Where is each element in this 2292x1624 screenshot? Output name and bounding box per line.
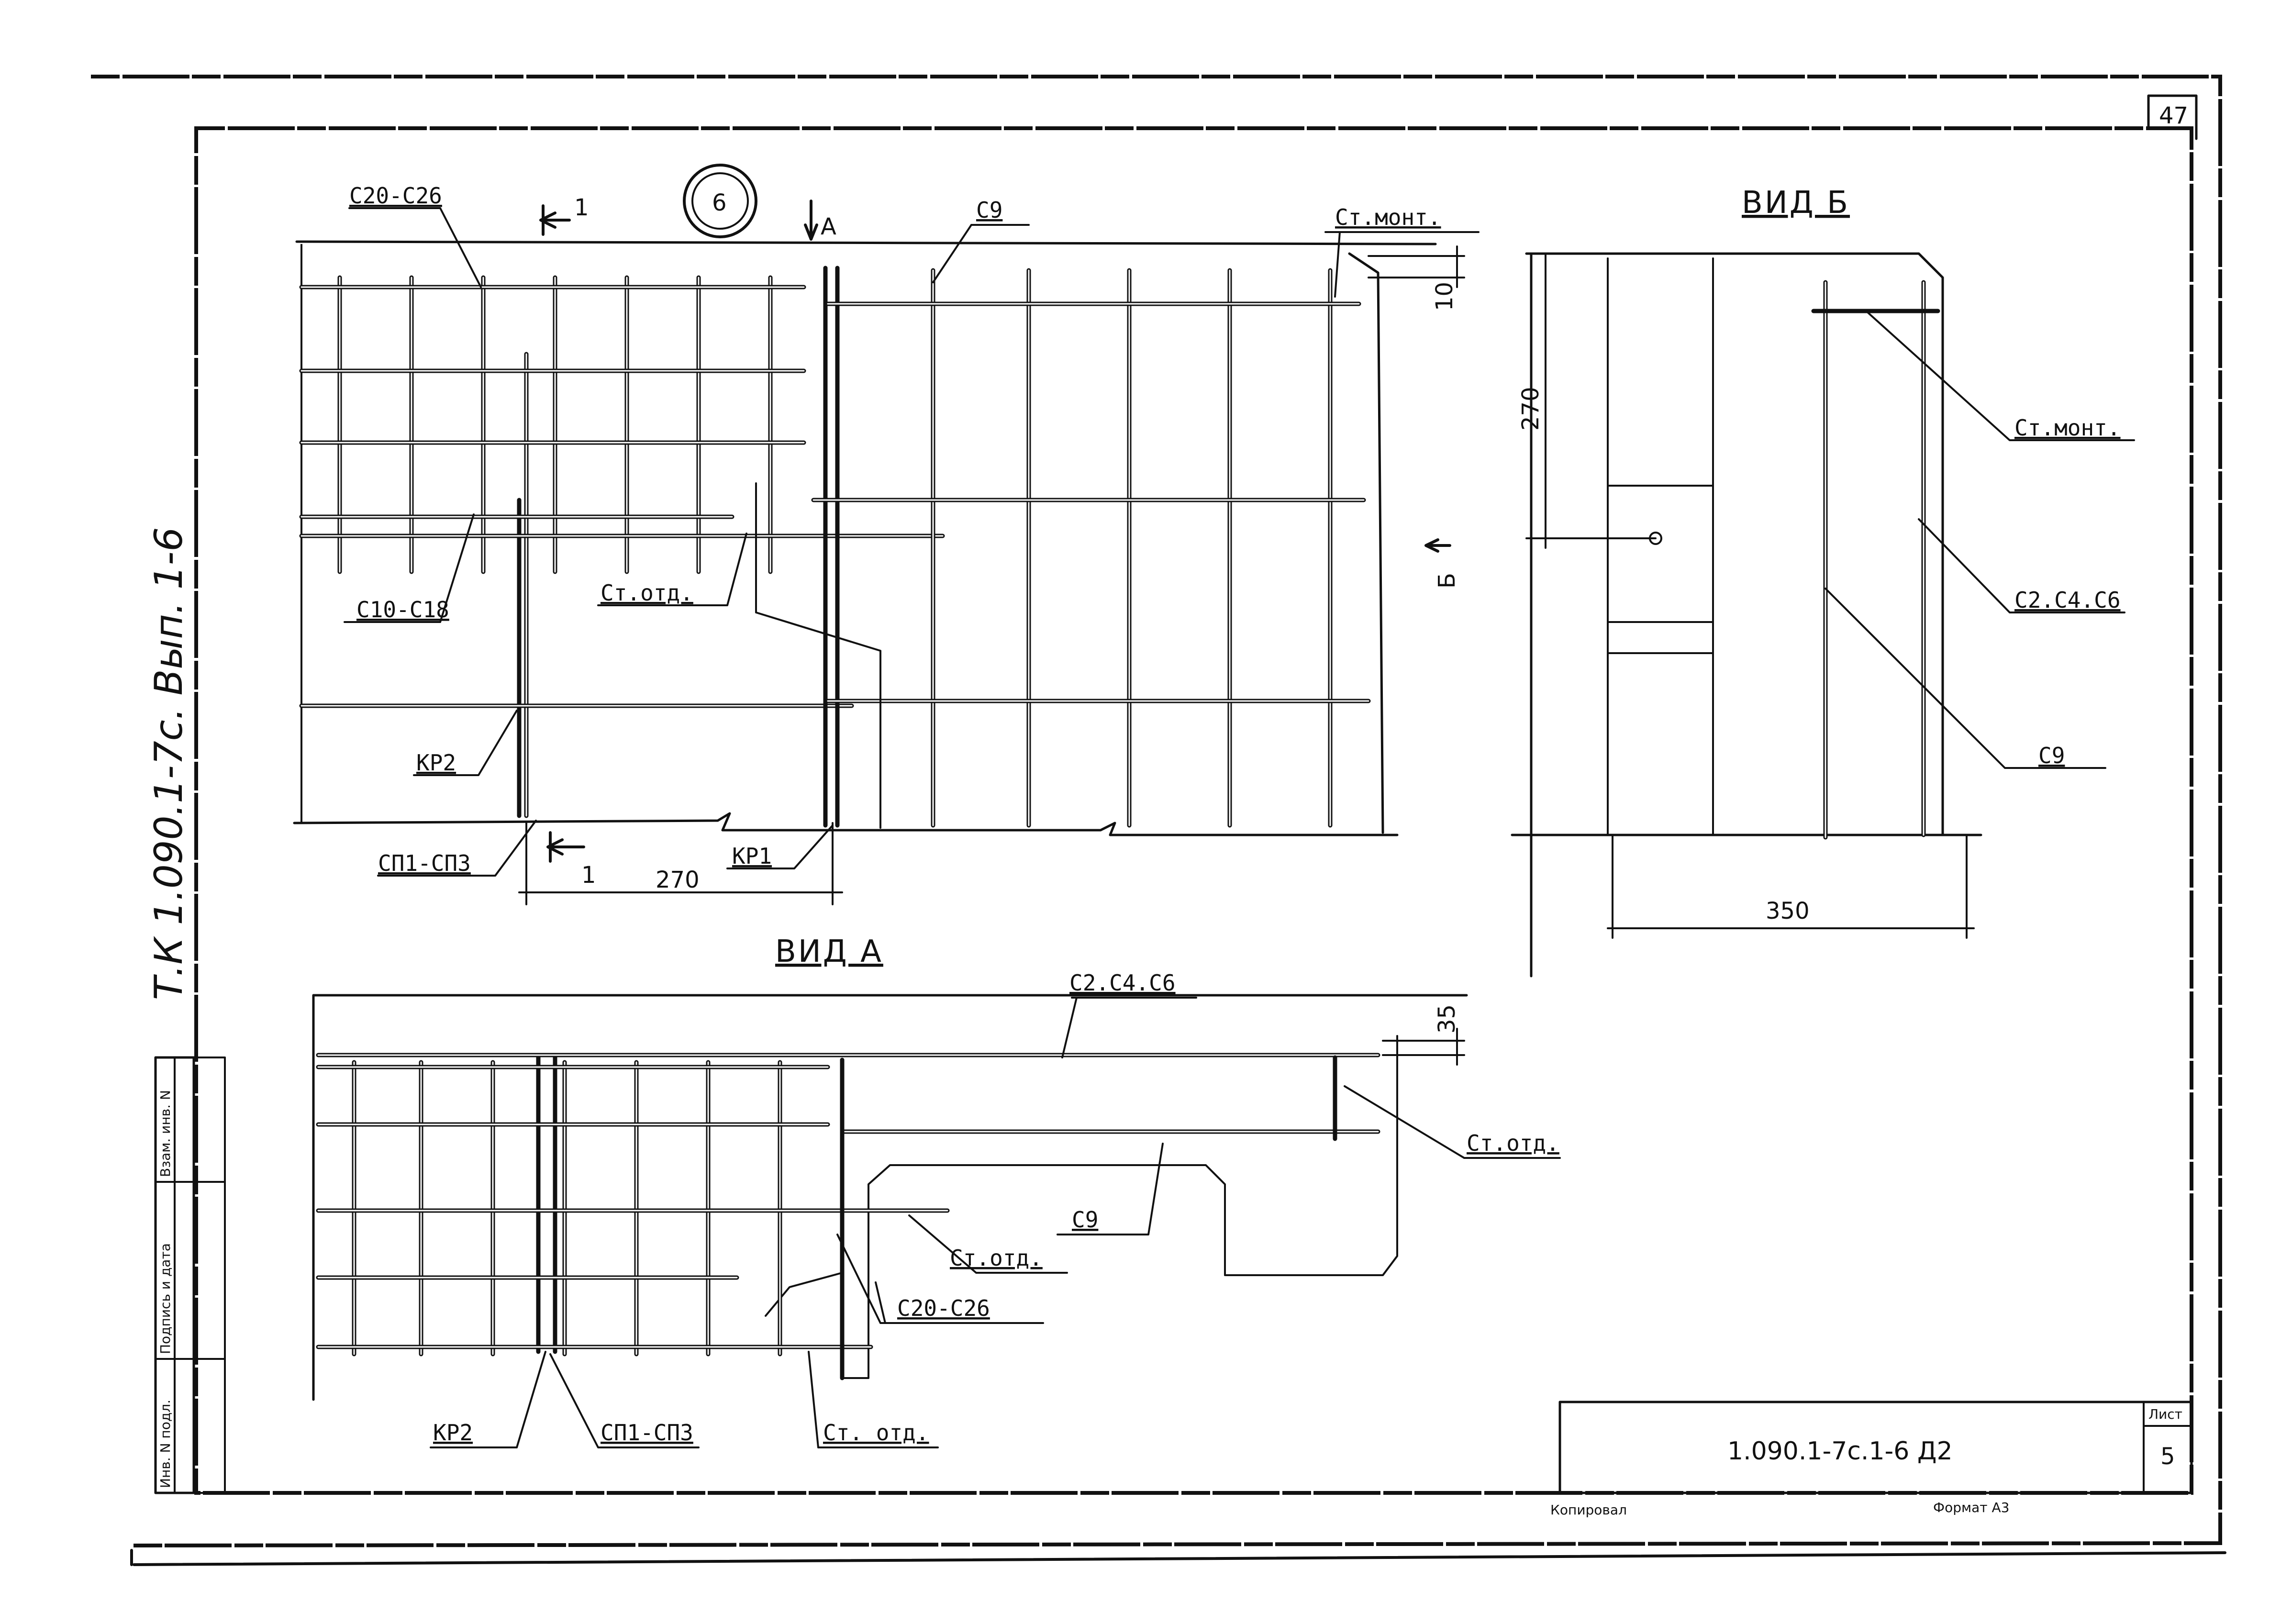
section-mark-bottom: 1 — [581, 862, 596, 889]
stamp-sign-label: Подпись и дата — [157, 1243, 173, 1354]
sheet-label: Лист — [2148, 1406, 2182, 1422]
main-left-vertical-bars — [337, 275, 773, 818]
title-block: 1.090.1-7с.1-6 Д2 Лист 5 Копировал Форма… — [1550, 1401, 2193, 1518]
dim-view-a-top: 35 — [1434, 1004, 1460, 1034]
label-st-otd-mid-a: Ст.отд. — [950, 1245, 1043, 1271]
dim-top-gap: 10 — [1431, 282, 1458, 311]
view-a-grid — [316, 1053, 1380, 1380]
footer-format: Формат А3 — [1933, 1500, 2009, 1515]
label-st-otd-bottom-a: Ст. отд. — [823, 1420, 929, 1446]
view-b: ВИД Б 270 350 Ст.монт. С2.С4.С6 С9 — [1511, 185, 2135, 978]
view-arrow-b: Б — [1434, 573, 1460, 589]
label-c2-c4-c6-a: С2.С4.С6 — [1069, 970, 1176, 996]
sheet-number: 5 — [2160, 1443, 2175, 1470]
label-kr2-main: КР2 — [416, 750, 456, 776]
label-c2-c4-c6-b: С2.С4.С6 — [2014, 587, 2121, 613]
node-marker: 6 — [683, 164, 757, 238]
side-note: Т.К 1.090.1-7с. Вып. 1-6 — [146, 527, 191, 1000]
svg-text:Т.К 1.090.1-7с. Вып. 1-6: Т.К 1.090.1-7с. Вып. 1-6 — [146, 527, 191, 1000]
label-c9-b: С9 — [2038, 743, 2065, 768]
label-c9: С9 — [976, 197, 1002, 223]
main-view: 6 1 1 А Б 10 270 С20-С26 С9 Ст.монт. С10… — [293, 164, 1480, 905]
label-st-otd-right-a: Ст.отд. — [1467, 1130, 1559, 1156]
view-a-title: ВИД А — [775, 934, 883, 969]
label-c20-c26: С20-С26 — [349, 183, 442, 209]
main-left-horizontal-bars — [299, 285, 945, 708]
footer-copied: Копировал — [1550, 1502, 1627, 1518]
section-mark-top: 1 — [574, 194, 589, 221]
stamp-replace-label: Взам. инв. N — [157, 1090, 173, 1177]
svg-text:6: 6 — [712, 189, 727, 216]
label-st-mont-main: Ст.монт. — [1335, 204, 1441, 230]
main-right-bars — [811, 268, 1371, 828]
label-st-otd-main: Ст.отд. — [601, 580, 693, 606]
dim-view-b-width: 350 — [1766, 898, 1810, 924]
dim-main-width: 270 — [656, 867, 700, 893]
label-c9-a: С9 — [1072, 1207, 1098, 1233]
sheet-corner-number: 47 — [2159, 102, 2188, 129]
label-c20-c26-a: С20-С26 — [897, 1295, 990, 1321]
label-kr2-a: КР2 — [433, 1420, 473, 1446]
view-b-title: ВИД Б — [1742, 185, 1850, 221]
label-sp1-sp3-main: СП1-СП3 — [378, 850, 471, 876]
label-c10-c18: С10-С18 — [356, 597, 449, 623]
view-a: ВИД А 35 С2.С4.С6 — [312, 934, 1561, 1448]
label-st-mont-b: Ст.монт. — [2014, 415, 2121, 441]
stamp-inv-label: Инв. N подл. — [157, 1400, 173, 1488]
label-sp1-sp3-a: СП1-СП3 — [601, 1420, 693, 1446]
view-arrow-a: А — [821, 213, 836, 240]
dim-view-b-height: 270 — [1517, 387, 1544, 431]
label-kr1: КР1 — [732, 843, 772, 869]
left-stamp: Инв. N подл. Подпись и дата Взам. инв. N — [154, 1056, 226, 1494]
designation: 1.090.1-7с.1-6 Д2 — [1727, 1437, 1953, 1466]
